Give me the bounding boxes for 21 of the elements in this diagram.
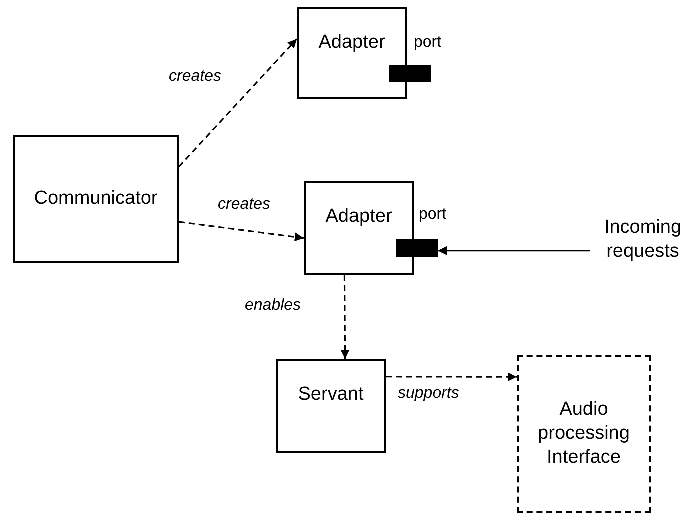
component-box (304, 181, 414, 275)
arrow (340, 275, 350, 359)
port-block (396, 239, 438, 257)
node-text: Adapter (318, 31, 386, 55)
node-text: Communicator (34, 187, 158, 211)
node-text: Incoming requests (603, 216, 683, 264)
port-label: port (414, 34, 442, 52)
component-box (276, 359, 386, 453)
port-block (389, 65, 431, 82)
dashed-box (517, 355, 651, 513)
component-box (297, 7, 407, 99)
arrow (178, 38, 298, 168)
node-text: Servant (298, 383, 364, 407)
component-box (13, 135, 179, 263)
node-text: Audio processing Interface (537, 398, 631, 470)
node-text: Adapter (326, 205, 392, 229)
edge-label: supports (397, 385, 460, 403)
arrow (178, 221, 304, 242)
arrow (438, 246, 590, 256)
arrow (386, 372, 517, 382)
port-label: port (419, 206, 447, 224)
